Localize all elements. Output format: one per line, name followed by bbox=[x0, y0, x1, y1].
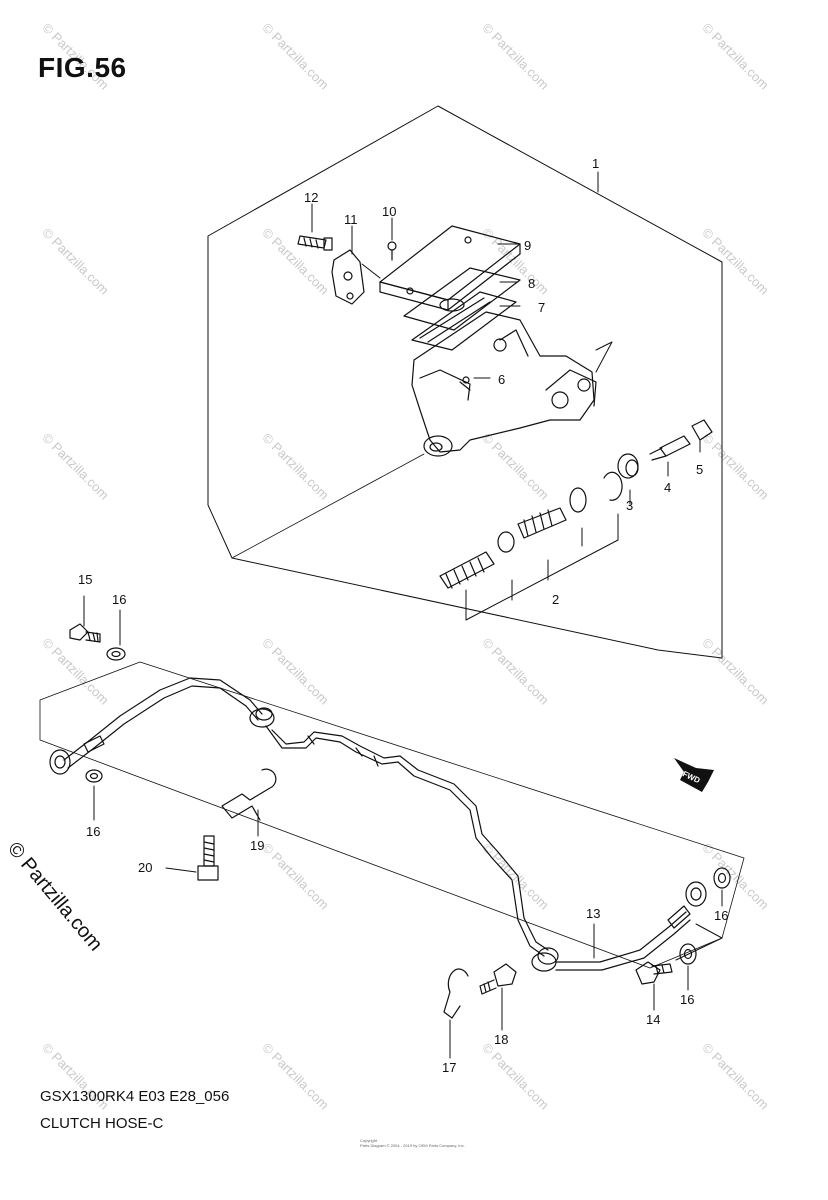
callout-13: 13 bbox=[586, 906, 600, 921]
hose-area-outline bbox=[39, 661, 745, 969]
clamp-19 bbox=[221, 768, 277, 821]
reservoir-plate bbox=[403, 267, 521, 331]
callout-2: 2 bbox=[552, 592, 559, 607]
union-bolt-15 bbox=[69, 623, 101, 643]
reservoir-cap bbox=[379, 225, 521, 311]
callout-17: 17 bbox=[442, 1060, 456, 1075]
cap-5 bbox=[691, 419, 713, 453]
callout-16: 16 bbox=[714, 908, 728, 923]
callout-16: 16 bbox=[112, 592, 126, 607]
model-code: GSX1300RK4 E03 E28_056 bbox=[40, 1088, 230, 1105]
figure-title: FIG.56 bbox=[38, 52, 127, 83]
callout-14: 14 bbox=[646, 1012, 660, 1027]
callout-1: 1 bbox=[592, 156, 599, 171]
bolt-12 bbox=[297, 235, 333, 251]
callout-6: 6 bbox=[498, 372, 505, 387]
callout-18: 18 bbox=[494, 1032, 508, 1047]
bolt-18 bbox=[479, 963, 517, 995]
callout-5: 5 bbox=[696, 462, 703, 477]
copyright-text: Copyright Parts Diagram © 2004 - 2019 by… bbox=[360, 1138, 465, 1148]
joint-4 bbox=[649, 435, 691, 477]
washer-16-right-upper bbox=[713, 867, 731, 889]
callout-3: 3 bbox=[626, 498, 633, 513]
callout-15: 15 bbox=[78, 572, 92, 587]
callout-10: 10 bbox=[382, 204, 396, 219]
assembly-outline bbox=[207, 105, 723, 659]
holder-11 bbox=[331, 249, 365, 305]
circlip bbox=[603, 471, 623, 501]
clip-17 bbox=[443, 968, 469, 1019]
leader-line-20 bbox=[165, 867, 197, 873]
callout-19: 19 bbox=[250, 838, 264, 853]
callout-9: 9 bbox=[524, 238, 531, 253]
callout-8: 8 bbox=[528, 276, 535, 291]
forward-arrow: FWD bbox=[674, 758, 714, 792]
bolt-20 bbox=[197, 835, 219, 881]
callout-16: 16 bbox=[86, 824, 100, 839]
callout-16: 16 bbox=[680, 992, 694, 1007]
callout-7: 7 bbox=[538, 300, 545, 315]
master-cylinder-body bbox=[411, 311, 613, 457]
callout-12: 12 bbox=[304, 190, 318, 205]
washer-16-left bbox=[85, 769, 103, 783]
piston-assembly bbox=[439, 507, 567, 589]
boot-3 bbox=[617, 453, 639, 479]
union-bracket bbox=[675, 923, 723, 961]
clutch-hose bbox=[49, 677, 707, 972]
ring bbox=[569, 487, 587, 513]
washer-16-top bbox=[106, 647, 126, 661]
diaphragm bbox=[411, 291, 517, 351]
link-line bbox=[231, 453, 425, 559]
union-bolt-14 bbox=[635, 961, 673, 985]
leader-line-11b bbox=[361, 263, 381, 279]
callout-2-bracket bbox=[465, 513, 619, 621]
screw-10 bbox=[387, 241, 397, 261]
callout-20: 20 bbox=[138, 860, 152, 875]
callout-4: 4 bbox=[664, 480, 671, 495]
section-name: CLUTCH HOSE-C bbox=[40, 1115, 164, 1132]
callout-11: 11 bbox=[344, 212, 358, 227]
washer-16-right-lower bbox=[679, 943, 697, 965]
